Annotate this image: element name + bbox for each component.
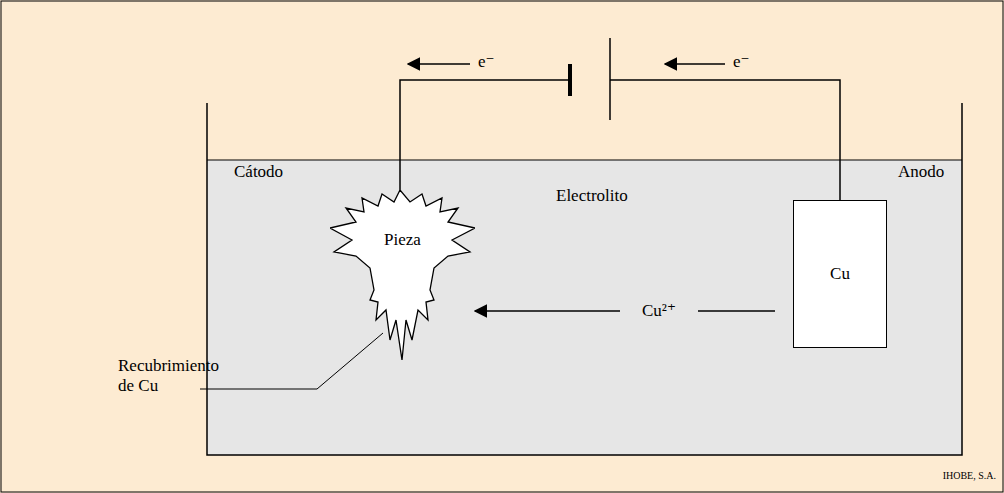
- electron-arrow: [665, 63, 725, 65]
- node-label: Pieza: [384, 230, 421, 250]
- workpiece-outline: [330, 190, 475, 360]
- credit: IHOBE, S.A.: [943, 470, 996, 482]
- electrolyte: [207, 160, 962, 455]
- anode-block: Cu: [793, 200, 887, 348]
- ion-label: Cu²⁺: [620, 301, 698, 321]
- electron-label: e⁻: [733, 52, 750, 72]
- cathode-wire: [400, 80, 570, 215]
- workpiece: Pieza: [330, 190, 475, 360]
- anode-label: Anodo: [898, 162, 944, 182]
- leader-line: [200, 333, 383, 389]
- battery-negative-plate: [568, 64, 572, 96]
- cathode-label: Cátodo: [234, 162, 283, 182]
- anode-wire: [610, 80, 840, 200]
- electrolyte-surface: [207, 160, 962, 161]
- electron-arrow: [408, 63, 470, 65]
- electron-label: e⁻: [478, 52, 495, 72]
- battery-positive-plate: [609, 38, 611, 120]
- tank: [207, 103, 962, 455]
- node-label: Cu: [830, 264, 850, 284]
- electrolyte-label: Electrolito: [556, 186, 628, 206]
- coating-label: Recubrimiento de Cu: [118, 356, 218, 395]
